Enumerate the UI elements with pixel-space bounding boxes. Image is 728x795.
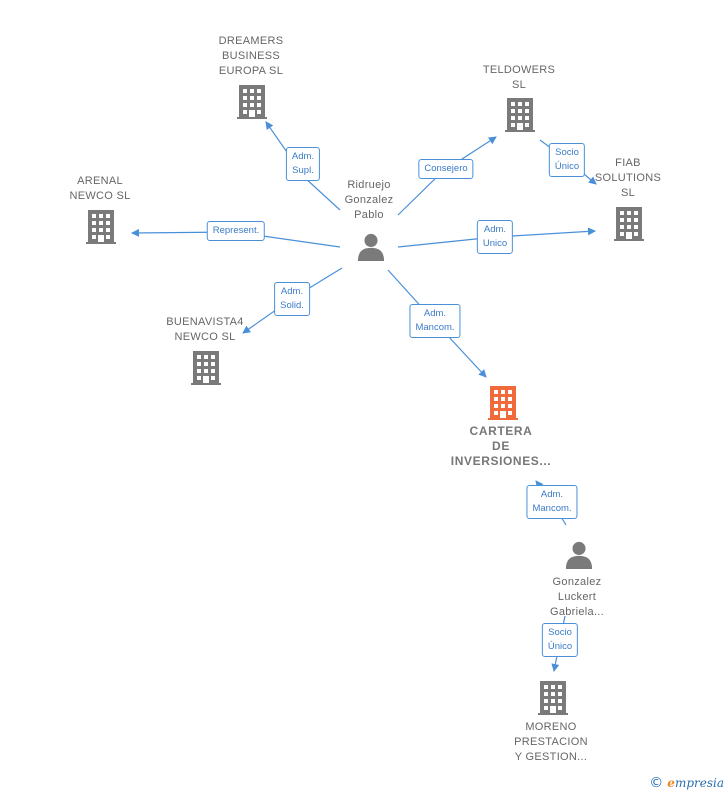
copyright-icon: © — [649, 775, 664, 791]
edge-label-adm-unico: Adm. Unico — [476, 220, 514, 254]
edge-label-adm-supl: Adm. Supl. — [285, 147, 321, 181]
node-label-buenavista[interactable]: BUENAVISTA4 NEWCO SL — [166, 316, 244, 343]
building-icon[interactable] — [86, 210, 116, 244]
building-icon[interactable] — [614, 207, 644, 241]
node-label-arenal[interactable]: ARENAL NEWCO SL — [69, 175, 131, 202]
node-label-teldowers[interactable]: TELDOWERS SL — [482, 64, 556, 91]
brand-logo[interactable]: ©empresia — [649, 775, 724, 791]
building-icon-focus[interactable] — [488, 386, 518, 420]
edge-label-consejero: Consejero — [418, 159, 474, 179]
edge-label-socio-unico-fiab: Socio Único — [548, 143, 586, 177]
building-icon[interactable] — [191, 351, 221, 385]
node-label-fiab[interactable]: FIAB SOLUTIONS SL — [594, 157, 662, 199]
edge-label-socio-unico-moreno: Socio Único — [541, 623, 579, 657]
edge-label-adm-solid: Adm. Solid. — [274, 282, 310, 316]
node-label-moreno[interactable]: MORENO PRESTACION Y GESTION... — [514, 721, 588, 763]
node-label-gonzalez[interactable]: Gonzalez Luckert Gabriela... — [549, 576, 605, 618]
node-label-ridruejo[interactable]: Ridruejo Gonzalez Pablo — [344, 179, 394, 221]
building-icon[interactable] — [237, 85, 267, 119]
edge-label-represent: Represent. — [206, 221, 266, 241]
person-icon[interactable] — [565, 541, 593, 569]
person-icon[interactable] — [357, 233, 385, 261]
node-label-dreamers[interactable]: DREAMERS BUSINESS EUROPA SL — [218, 35, 284, 77]
edge-label-adm-mancom-2: Adm. Mancom. — [526, 485, 578, 519]
edge-label-adm-mancom-1: Adm. Mancom. — [409, 304, 461, 338]
building-icon[interactable] — [538, 681, 568, 715]
node-label-cartera[interactable]: CARTERA DE INVERSIONES... — [450, 424, 552, 468]
building-icon[interactable] — [505, 98, 535, 132]
